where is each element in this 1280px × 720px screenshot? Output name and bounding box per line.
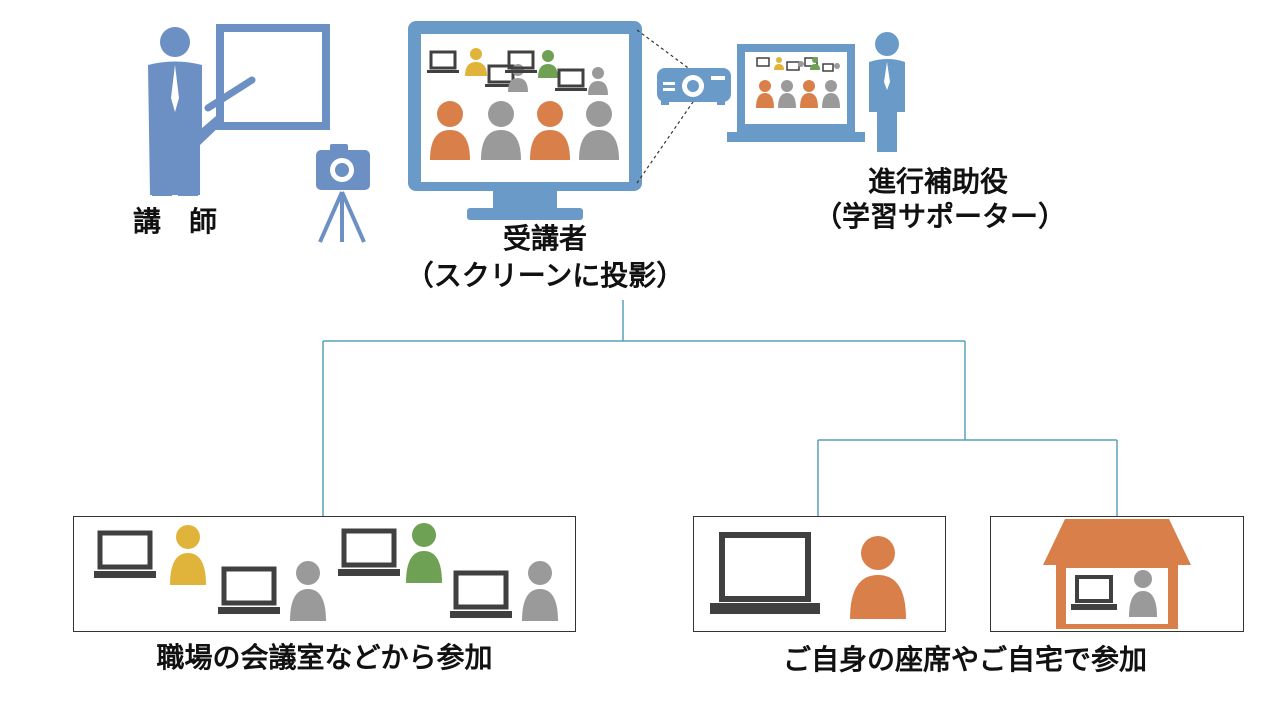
desk-participant-box [693, 516, 946, 632]
house-participant [1043, 519, 1191, 629]
assistant-laptop-icon [727, 44, 865, 142]
instructor-figure-icon [148, 27, 222, 196]
person-icon [170, 525, 206, 585]
projection-lines [636, 29, 696, 184]
screen-large-participants [430, 101, 619, 160]
whiteboard-icon [216, 24, 330, 130]
laptop-icon [450, 570, 512, 618]
office-participants-box [73, 516, 576, 632]
person-icon [290, 561, 326, 621]
laptop-icon [94, 530, 156, 578]
screen-small-participants [427, 48, 608, 95]
person-icon [1129, 570, 1157, 617]
person-icon [850, 536, 906, 619]
laptop-icon [1071, 575, 1117, 610]
assistant-label-line2: （学習サポーター） [813, 200, 1066, 233]
projector-icon [657, 68, 731, 105]
office-participants [94, 523, 558, 621]
desk-participant [710, 532, 906, 619]
camera-on-tripod-icon [316, 144, 370, 243]
attendees-label-line2: （スクリーンに投影） [405, 259, 685, 292]
person-icon [406, 523, 442, 583]
assistant-label-line1: 進行補助役 [867, 165, 1008, 198]
laptop-icon [218, 566, 280, 614]
house-participant-box [990, 516, 1244, 632]
office-label: 職場の会議室などから参加 [156, 641, 493, 674]
laptop-icon [338, 528, 400, 576]
pointer-stick [204, 76, 256, 112]
assistant-scene [727, 32, 905, 152]
instructor-scene [148, 24, 370, 243]
person-icon [522, 561, 558, 621]
house-icon [1043, 519, 1191, 629]
instructor-label: 講 師 [132, 205, 217, 238]
attendees-label-line1: 受講者 [502, 222, 587, 255]
assistant-figure-icon [869, 32, 905, 152]
monitor-scene [408, 21, 642, 220]
home-label: ご自身の座席やご自宅で参加 [782, 643, 1147, 676]
laptop-icon [710, 532, 820, 614]
